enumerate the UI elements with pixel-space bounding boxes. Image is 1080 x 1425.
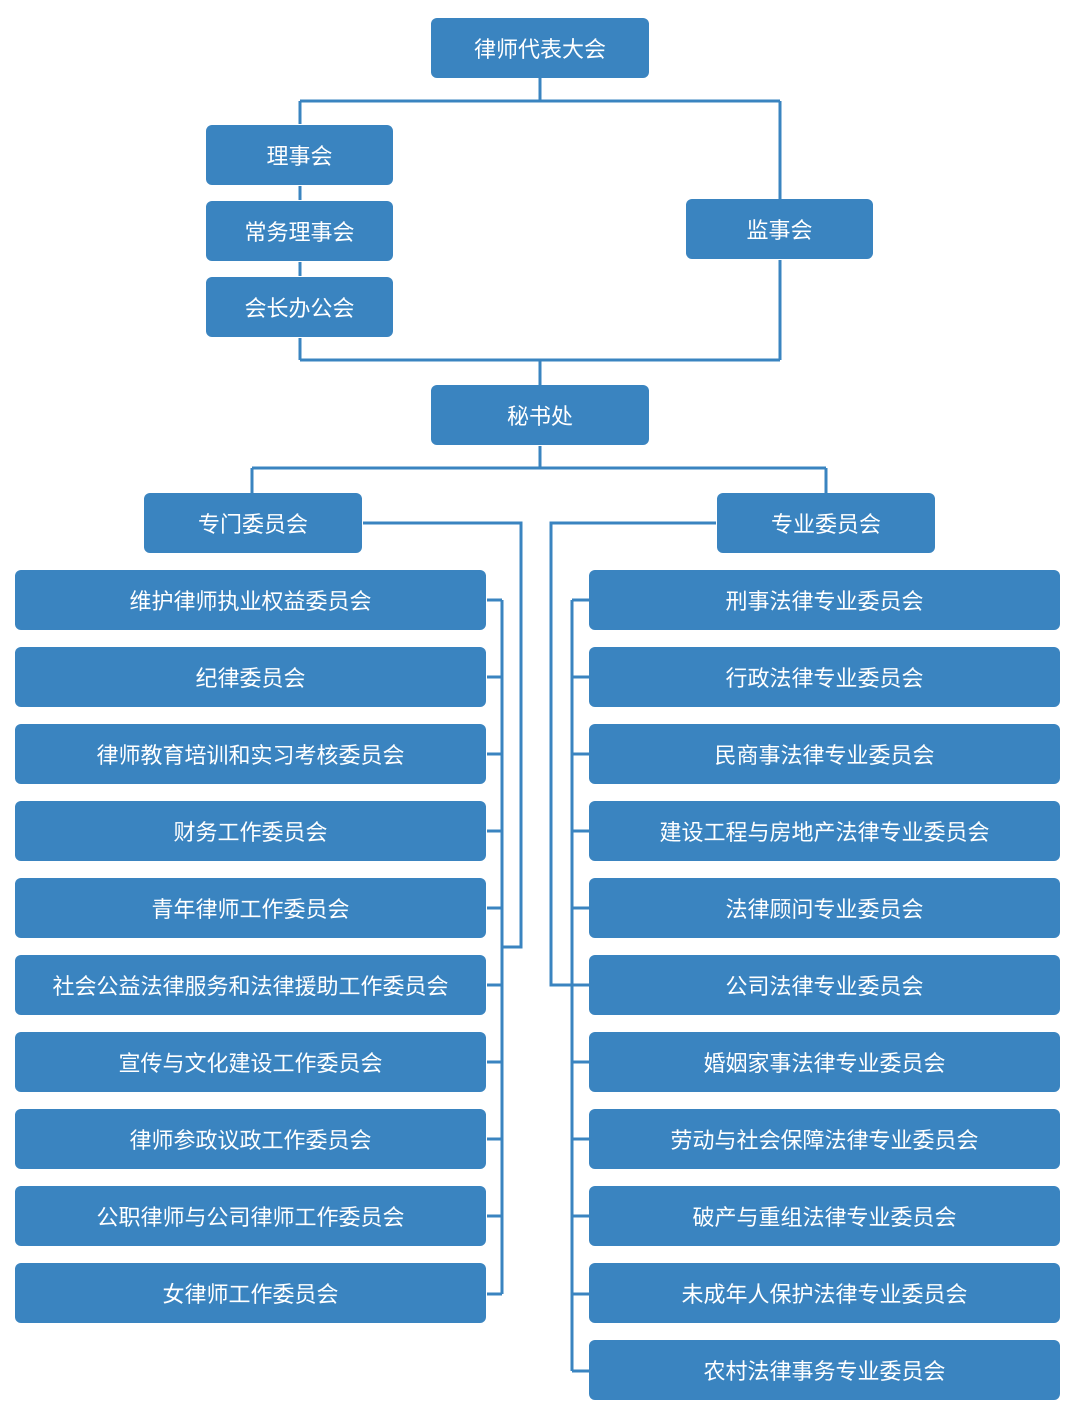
node-label: 青年律师工作委员会 [151,898,350,923]
node-label: 社会公益法律服务和法律援助工作委员会 [52,975,449,1000]
node-label: 监事会 [746,219,813,244]
node-label: 宣传与文化建设工作委员会 [118,1052,383,1077]
node-label: 律师教育培训和实习考核委员会 [96,744,405,769]
professional-committee-item: 行政法律专业委员会 [589,647,1060,707]
special-committee-item: 公职律师与公司律师工作委员会 [15,1186,486,1246]
node-label: 常务理事会 [244,221,355,246]
node-label: 女律师工作委员会 [162,1283,339,1308]
node-label: 纪律委员会 [195,667,306,692]
professional-committee-item: 破产与重组法律专业委员会 [589,1186,1060,1246]
node-label: 法律顾问专业委员会 [725,898,924,923]
node-lawyers-congress: 律师代表大会 [431,18,649,78]
professional-committee-item: 劳动与社会保障法律专业委员会 [589,1109,1060,1169]
special-committee-item: 社会公益法律服务和法律援助工作委员会 [15,955,486,1015]
node-supervisory-board: 监事会 [686,199,873,259]
professional-committee-item: 未成年人保护法律专业委员会 [589,1263,1060,1323]
special-committee-item: 女律师工作委员会 [15,1263,486,1323]
node-label: 行政法律专业委员会 [725,667,924,692]
node-label: 财务工作委员会 [173,821,328,846]
node-label: 民商事法律专业委员会 [714,744,935,769]
node-label: 专业委员会 [770,513,881,538]
special-committee-item: 纪律委员会 [15,647,486,707]
node-label: 专门委员会 [197,513,308,538]
professional-committee-item: 婚姻家事法律专业委员会 [589,1032,1060,1092]
node-label: 理事会 [266,145,333,170]
node-special-committees: 专门委员会 [144,493,362,553]
node-council: 理事会 [206,125,393,185]
node-secretariat: 秘书处 [431,385,649,445]
professional-committee-item: 法律顾问专业委员会 [589,878,1060,938]
node-label: 农村法律事务专业委员会 [703,1360,946,1385]
node-label: 破产与重组法律专业委员会 [692,1206,957,1231]
node-label: 秘书处 [506,405,573,430]
professional-committee-item: 农村法律事务专业委员会 [589,1340,1060,1400]
node-label: 婚姻家事法律专业委员会 [703,1052,946,1077]
node-label: 律师参政议政工作委员会 [129,1129,372,1154]
node-professional-committees: 专业委员会 [717,493,935,553]
professional-committee-item: 公司法律专业委员会 [589,955,1060,1015]
node-label: 会长办公会 [244,297,355,322]
special-committee-item: 宣传与文化建设工作委员会 [15,1032,486,1092]
node-president-office: 会长办公会 [206,277,393,337]
node-label: 未成年人保护法律专业委员会 [681,1283,968,1308]
node-label: 建设工程与房地产法律专业委员会 [659,821,990,846]
node-label: 刑事法律专业委员会 [725,590,924,615]
node-label: 维护律师执业权益委员会 [129,590,372,615]
professional-committee-item: 民商事法律专业委员会 [589,724,1060,784]
node-label: 劳动与社会保障法律专业委员会 [670,1129,979,1154]
professional-committee-item: 建设工程与房地产法律专业委员会 [589,801,1060,861]
node-label: 公职律师与公司律师工作委员会 [96,1206,405,1231]
special-committee-item: 青年律师工作委员会 [15,878,486,938]
node-label: 公司法律专业委员会 [725,975,924,1000]
special-committee-item: 律师教育培训和实习考核委员会 [15,724,486,784]
professional-committee-item: 刑事法律专业委员会 [589,570,1060,630]
special-committee-item: 维护律师执业权益委员会 [15,570,486,630]
special-committee-item: 律师参政议政工作委员会 [15,1109,486,1169]
node-standing-council: 常务理事会 [206,201,393,261]
special-committee-item: 财务工作委员会 [15,801,486,861]
node-label: 律师代表大会 [473,38,606,63]
